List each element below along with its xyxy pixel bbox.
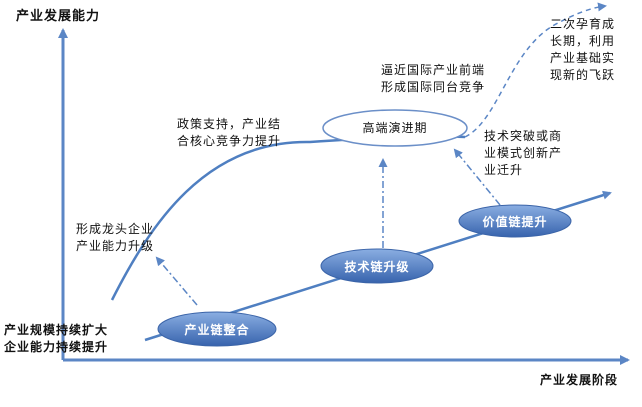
arrow-stage1-to-curve — [155, 256, 198, 306]
arrow-stage3-to-plateau — [453, 148, 501, 206]
stage-label-1: 产业链整合 — [184, 323, 250, 337]
plateau-ellipse — [322, 109, 468, 147]
y-axis-title: 产业发展能力 — [16, 9, 101, 24]
stage-label-2: 技术链升级 — [344, 260, 410, 274]
x-axis-title: 产业发展阶段 — [540, 373, 619, 387]
annotation-zhengce: 政策支持，产业结 合核心竞争力提升 — [177, 117, 282, 148]
stage-ellipse-2 — [320, 248, 434, 284]
stage-ellipse-1 — [157, 311, 277, 347]
future-leap-dashed-curve — [464, 2, 607, 138]
origin-label-line2: 企业能力持续提升 — [4, 340, 109, 354]
origin-label-line1: 产业规模持续扩大 — [4, 323, 109, 337]
stage-ellipse-3 — [458, 204, 572, 238]
annotation-bijin: 逼近国际产业前端 形成国际同台竞争 — [381, 63, 486, 94]
annotation-longtou: 形成龙头企业 产业能力升级 — [76, 222, 155, 253]
annotation-jishu: 技术突破或商 业模式创新产 业迁升 — [484, 129, 563, 177]
plateau-label: 高端演进期 — [362, 121, 428, 135]
stage-label-3: 价值链提升 — [482, 215, 548, 229]
annotation-erci: 二次孕育成 长期，利用 产业基础实 现新的飞跃 — [550, 17, 616, 82]
